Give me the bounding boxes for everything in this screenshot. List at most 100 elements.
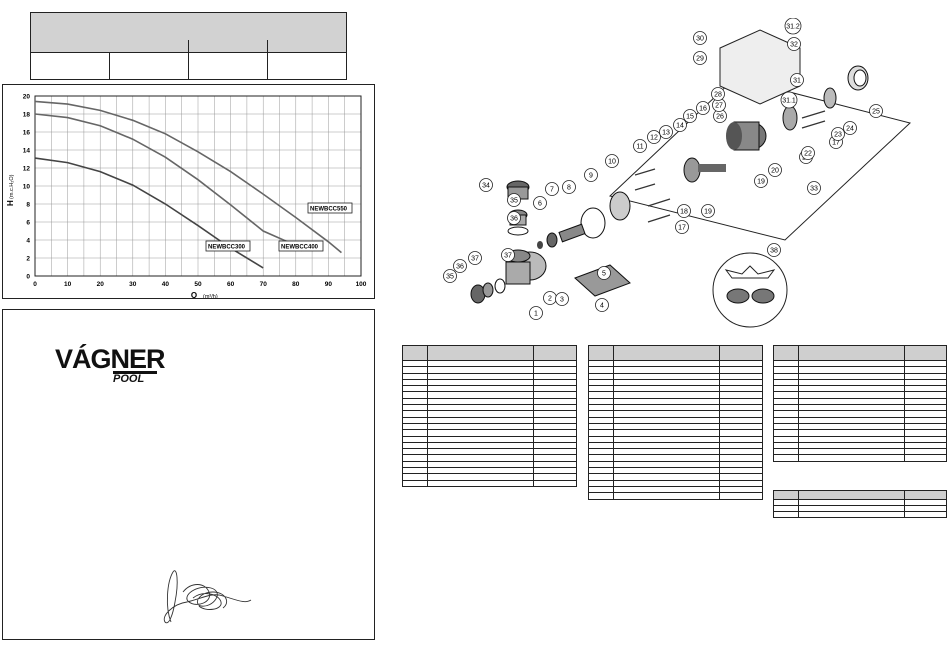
callout-circle (701, 204, 715, 218)
table-row (402, 473, 577, 481)
callout-circle (843, 121, 857, 135)
callout-number: 4 (600, 303, 604, 310)
callout-number: 38 (770, 248, 778, 255)
table-row (588, 404, 763, 412)
table-row (588, 485, 763, 494)
callout-number: 31 (793, 78, 801, 85)
table-row (588, 492, 763, 500)
callout-number: 25 (872, 109, 880, 116)
table-row (588, 460, 763, 469)
table-row (588, 479, 763, 487)
y-axis-unit: (m.c.H₂O) (9, 174, 15, 199)
x-axis-unit: (m³/h) (203, 294, 218, 298)
signature (163, 570, 252, 624)
table-row (588, 391, 763, 399)
parts-table-1 (402, 345, 577, 487)
table-row (402, 467, 577, 475)
callout-number: 8 (567, 185, 571, 192)
table-row (588, 372, 763, 380)
table-row (588, 359, 763, 368)
series-line-newbcc550 (34, 100, 342, 254)
callout-circle (479, 178, 493, 192)
callout-number: 34 (482, 183, 490, 190)
x-tick-label: 100 (356, 281, 367, 288)
callout-circle (605, 154, 619, 168)
callout-number: 5 (602, 271, 606, 278)
header-table (30, 12, 347, 80)
table-row (402, 397, 577, 406)
callout-circle (696, 101, 710, 115)
table-row (588, 416, 763, 424)
callout-number: 2 (548, 296, 552, 303)
table-row (402, 422, 577, 431)
callout-number: 29 (696, 56, 704, 63)
series-label: NEWBCC400 (281, 245, 319, 251)
callout-number: 24 (846, 126, 854, 133)
callout-circle (584, 168, 598, 182)
callout-number: 30 (696, 36, 704, 43)
callout-circle (677, 204, 691, 218)
callout-number: 35 (510, 198, 518, 205)
callout-circle (443, 269, 457, 283)
table-row (402, 366, 577, 374)
table-row (402, 404, 577, 412)
callout-circle (780, 91, 798, 109)
callout-circle (831, 127, 845, 141)
y-tick-label: 8 (26, 202, 30, 209)
callout-number: 11 (636, 144, 643, 151)
table-row (402, 372, 577, 380)
callout-number: 28 (714, 92, 722, 99)
callout-circle (784, 18, 802, 35)
y-tick-label: 20 (23, 94, 31, 101)
y-tick-label: 16 (23, 130, 31, 137)
callout-number: 14 (676, 123, 684, 130)
y-tick-label: 12 (23, 166, 31, 173)
callout-circle (507, 193, 521, 207)
table-row (588, 378, 763, 387)
y-tick-label: 2 (26, 256, 30, 263)
callout-circle (545, 182, 559, 196)
callout-number: 37 (471, 256, 479, 263)
plot-area (34, 95, 362, 277)
table-row (773, 429, 947, 437)
table-row (773, 359, 947, 368)
table-row (588, 454, 763, 462)
callout-number: 19 (757, 179, 765, 186)
callout-number: 36 (456, 264, 464, 271)
callout-circle (453, 259, 467, 273)
callout-number: 31.1 (782, 98, 796, 105)
table-row (773, 385, 947, 393)
callout-number: 15 (686, 114, 694, 121)
table-row (773, 378, 947, 387)
callout-circle (768, 163, 782, 177)
table-row (402, 460, 577, 469)
callout-circle (501, 248, 515, 262)
series-line-newbcc400 (34, 113, 303, 252)
x-tick-label: 0 (33, 281, 37, 288)
callout-number: 32 (790, 42, 798, 49)
table-row (402, 441, 577, 450)
table-row (402, 410, 577, 418)
callout-number: 6 (538, 201, 542, 208)
callout-circle (555, 292, 569, 306)
callout-number: 35 (446, 274, 454, 281)
y-tick-label: 4 (26, 238, 30, 245)
table-row (773, 416, 947, 424)
table-row (402, 378, 577, 387)
parts-table-3 (773, 345, 947, 462)
table-row (588, 435, 763, 443)
callout-circle (647, 130, 661, 144)
x-tick-label: 40 (162, 281, 170, 288)
callout-number: 17 (678, 225, 686, 232)
table-row (773, 448, 947, 456)
callout-circle (529, 306, 543, 320)
table-row (773, 511, 947, 518)
callout-number: 37 (504, 253, 512, 260)
callout-number: 33 (810, 186, 818, 193)
table-row (402, 448, 577, 456)
table-row (588, 473, 763, 481)
table-row (773, 454, 947, 462)
callout-circle (711, 87, 725, 101)
logo-text-vagner: VÁGNER (55, 343, 165, 374)
